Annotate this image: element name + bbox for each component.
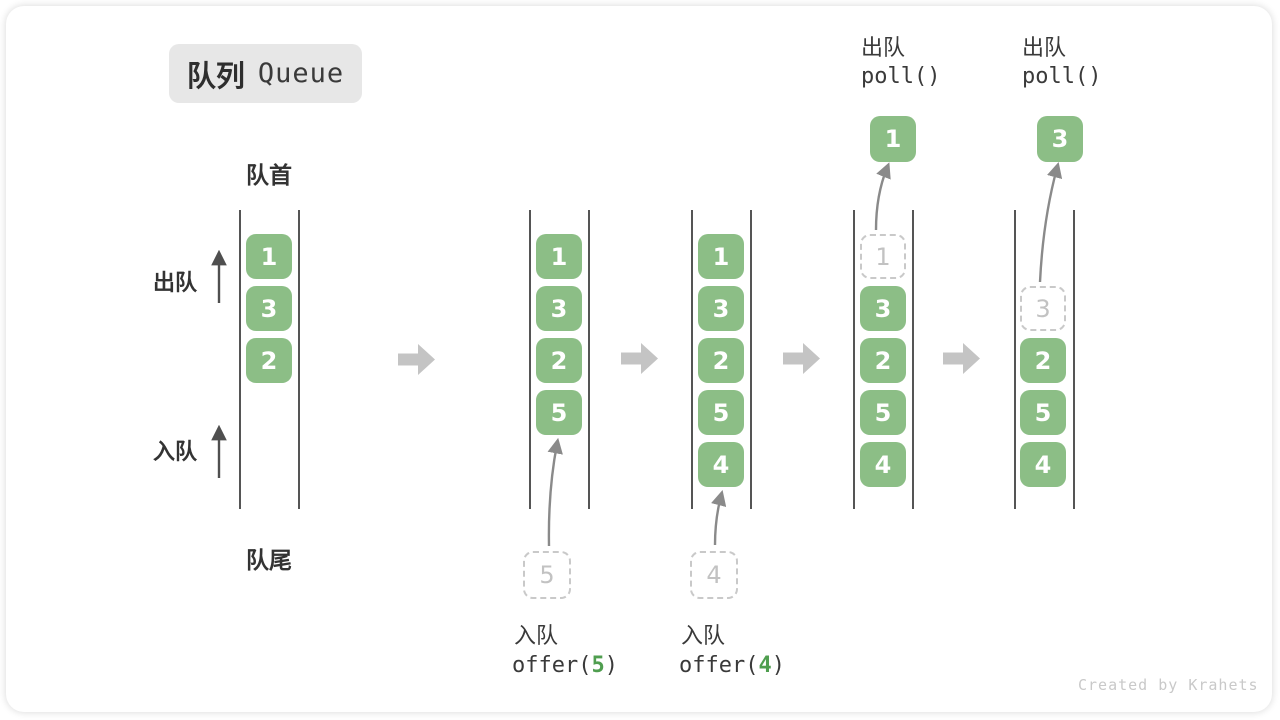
code-arg: 5 bbox=[591, 653, 605, 678]
queue-cell: 5 bbox=[860, 390, 906, 435]
result-cell: 3 bbox=[1037, 116, 1083, 162]
dequeue-curved-arrow-icon bbox=[1038, 161, 1063, 283]
queue-cell: 3 bbox=[860, 286, 906, 331]
code-text: offer( bbox=[512, 653, 592, 678]
code-text: offer( bbox=[679, 653, 759, 678]
right-block-arrow-icon bbox=[943, 343, 980, 374]
watermark: Created by Krahets bbox=[1078, 676, 1259, 694]
right-block-arrow-icon bbox=[621, 343, 658, 374]
queue-cell: 4 bbox=[860, 442, 906, 487]
queue-cell: 5 bbox=[698, 390, 744, 435]
right-block-arrow-icon bbox=[398, 344, 435, 375]
queue-rail bbox=[912, 210, 914, 509]
pending-cell: 5 bbox=[523, 551, 571, 599]
queue-cell: 3 bbox=[536, 286, 582, 331]
queue-rail bbox=[1014, 210, 1016, 509]
enqueue-up-arrow-icon bbox=[211, 424, 227, 478]
code-text: ) bbox=[604, 653, 618, 678]
queue-cell: 1 bbox=[536, 234, 582, 279]
front-label: 队首 bbox=[246, 163, 292, 189]
removed-cell: 3 bbox=[1020, 286, 1066, 331]
queue-rail bbox=[529, 210, 531, 509]
dequeue-label: 出队 bbox=[1022, 36, 1067, 61]
dequeue-code: poll() bbox=[861, 64, 941, 89]
queue-cell: 2 bbox=[698, 338, 744, 383]
result-cell: 1 bbox=[870, 116, 916, 162]
removed-cell: 1 bbox=[860, 234, 906, 279]
queue-cell: 5 bbox=[536, 390, 582, 435]
queue-rail bbox=[239, 210, 241, 509]
enqueue-side-label: 入队 bbox=[153, 440, 198, 465]
queue-cell: 4 bbox=[1020, 442, 1066, 487]
dequeue-code: poll() bbox=[1022, 64, 1102, 89]
queue-cell: 2 bbox=[860, 338, 906, 383]
queue-cell: 3 bbox=[246, 286, 292, 331]
right-block-arrow-icon bbox=[783, 343, 820, 374]
queue-rail bbox=[588, 210, 590, 509]
queue-cell: 2 bbox=[536, 338, 582, 383]
queue-cell: 1 bbox=[698, 234, 744, 279]
rear-label: 队尾 bbox=[246, 548, 292, 574]
dequeue-label: 出队 bbox=[861, 36, 906, 61]
title-zh: 队列 bbox=[186, 58, 245, 93]
title-en: Queue bbox=[257, 58, 345, 89]
queue-rail bbox=[750, 210, 752, 509]
code-text: ) bbox=[771, 653, 785, 678]
queue-cell: 3 bbox=[698, 286, 744, 331]
queue-rail bbox=[298, 210, 300, 509]
queue-cell: 2 bbox=[246, 338, 292, 383]
pending-cell: 4 bbox=[690, 551, 738, 599]
queue-cell: 2 bbox=[1020, 338, 1066, 383]
enqueue-curved-arrow-icon bbox=[711, 489, 727, 546]
enqueue-code: offer(4) bbox=[679, 653, 785, 678]
queue-cell: 4 bbox=[698, 442, 744, 487]
queue-cell: 1 bbox=[246, 234, 292, 279]
queue-rail bbox=[691, 210, 693, 509]
code-arg: 4 bbox=[758, 653, 772, 678]
dequeue-curved-arrow-icon bbox=[874, 162, 891, 231]
queue-rail bbox=[853, 210, 855, 509]
dequeue-side-label: 出队 bbox=[153, 271, 198, 296]
queue-cell: 5 bbox=[1020, 390, 1066, 435]
dequeue-up-arrow-icon bbox=[211, 249, 227, 303]
enqueue-code: offer(5) bbox=[512, 653, 618, 678]
queue-rail bbox=[1073, 210, 1075, 509]
enqueue-label: 入队 bbox=[681, 624, 726, 649]
enqueue-label: 入队 bbox=[514, 624, 559, 649]
enqueue-curved-arrow-icon bbox=[547, 437, 563, 547]
title-chip: 队列 Queue bbox=[169, 44, 362, 103]
